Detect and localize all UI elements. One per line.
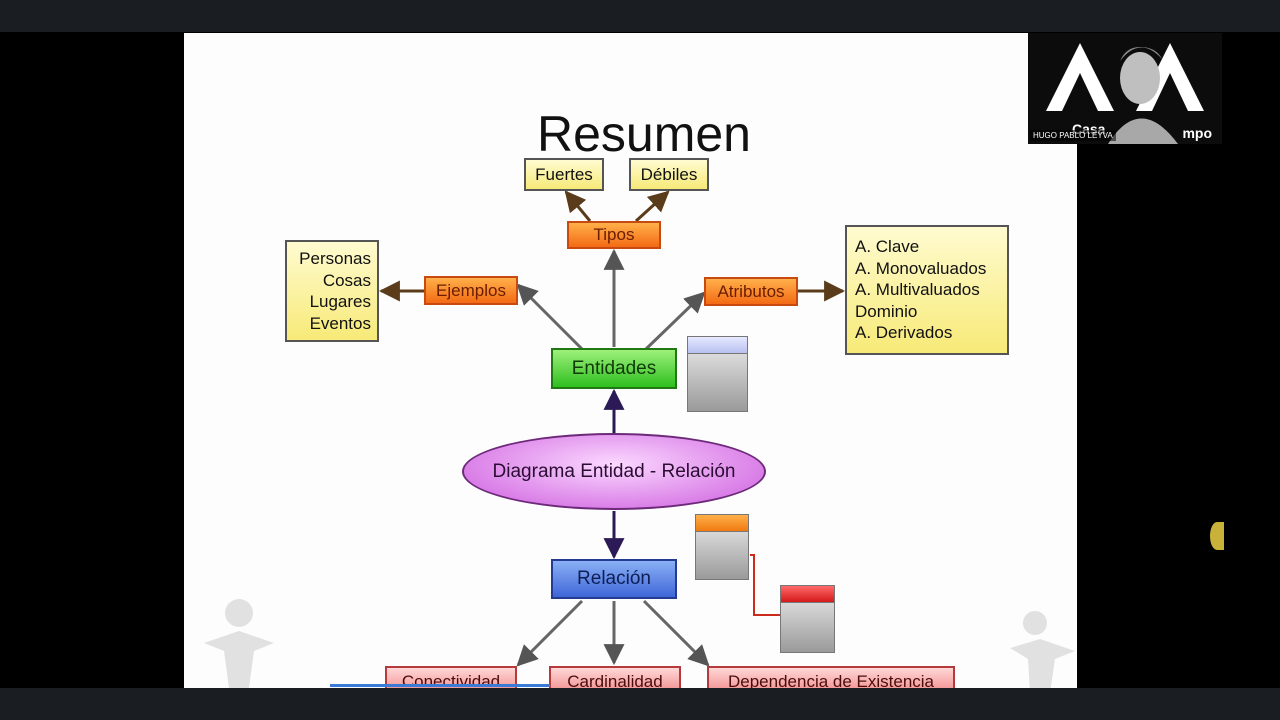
box-conectividad: Conectividad [385,666,517,688]
ejemplos-item-personas: Personas [299,249,371,268]
presenter-video-tile[interactable]: Casa mpo HUGO PABLO LEYVA [1028,33,1222,144]
atributos-item-derivados: A. Derivados [855,323,953,343]
box-entidades: Entidades [551,348,677,389]
atributos-item-multivaluados: A. Multivaluados [855,280,980,300]
list-ejemplos: Personas Cosas Lugares Eventos [285,240,379,342]
atributos-item-monovaluados: A. Monovaluados [855,258,987,278]
ghost-figure-left [204,599,274,688]
box-relacion: Relación [551,559,677,599]
atributos-item-dominio: Dominio [855,301,918,321]
window-bottom-bar [0,688,1280,720]
ejemplos-item-eventos: Eventos [309,313,371,333]
brand-text-right: mpo [1182,125,1212,141]
ejemplos-item-cosas: Cosas [322,270,371,290]
entity-table-icon [687,336,748,412]
window-top-bar [0,0,1280,32]
slide-title: Resumen [537,106,751,162]
box-debiles: Débiles [629,158,709,191]
box-fuertes: Fuertes [524,158,604,191]
presentation-slide: Resumen Fuertes Débiles Tipos Personas C… [184,33,1077,688]
ejemplos-item-lugares: Lugares [309,292,371,311]
ellipse-diagrama-er: Diagrama Entidad - Relación [462,433,766,510]
list-atributos: A. Clave A. Monovaluados A. Multivaluado… [845,225,1009,355]
diagram-arrows [378,190,846,667]
ghost-figure-right [1010,611,1075,688]
brand-logo-icon [1046,43,1204,144]
box-atributos: Atributos [704,277,798,306]
relation-table-icon-left [695,514,749,580]
box-tipos: Tipos [567,221,661,249]
presenter-name-label: HUGO PABLO LEYVA [1030,130,1116,141]
box-cardinalidad: Cardinalidad [549,666,681,688]
atributos-item-clave: A. Clave [855,237,920,257]
pointer-cursor-icon [1210,522,1224,550]
box-ejemplos: Ejemplos [424,276,518,305]
relation-table-icon-right [780,585,835,653]
box-dependencia-existencia: Dependencia de Existencia [707,666,955,688]
video-progress-indicator [330,684,550,687]
